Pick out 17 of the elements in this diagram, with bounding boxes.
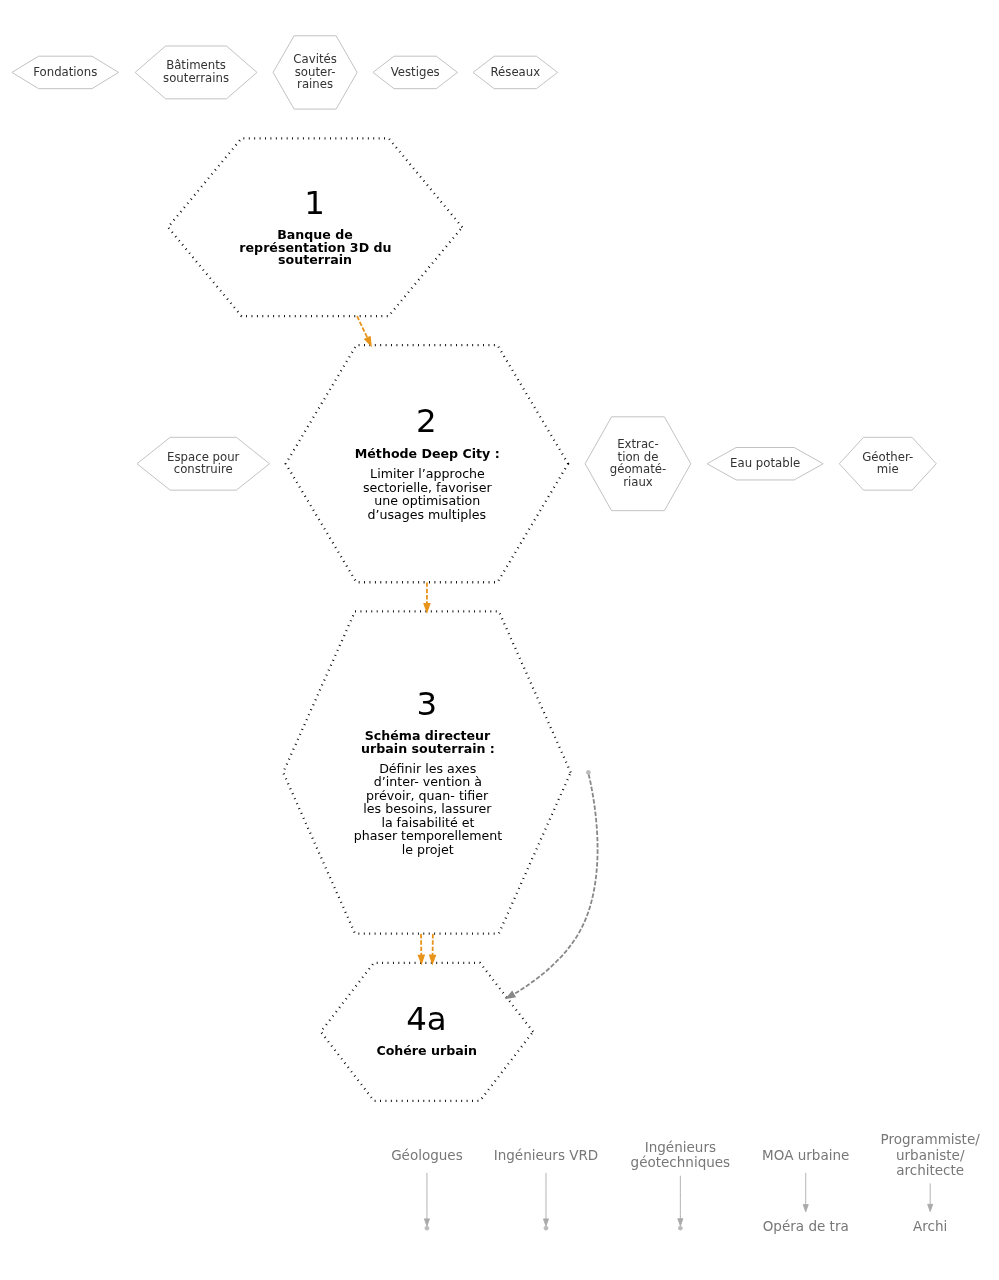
arrow [423,1172,430,1227]
node-text: MOA urbaine [762,1146,850,1163]
node-text: Opéra de tra [762,1218,849,1235]
node-text: Ingénieurs géotechniques [630,1138,731,1171]
arrow [927,1182,934,1212]
node-text: Géologues [391,1146,463,1163]
arrow [423,581,431,614]
arrow [677,1175,684,1227]
arrow [356,315,372,348]
arrow [428,932,437,966]
arrow [802,1172,809,1213]
arrow [504,773,599,1000]
node-text: Programmiste/ urbaniste/ architecte [880,1131,980,1178]
arrow [417,932,426,966]
arrow [543,1172,549,1227]
node-text: Archi [913,1218,948,1235]
node-text: Ingénieurs VRD [493,1146,599,1163]
